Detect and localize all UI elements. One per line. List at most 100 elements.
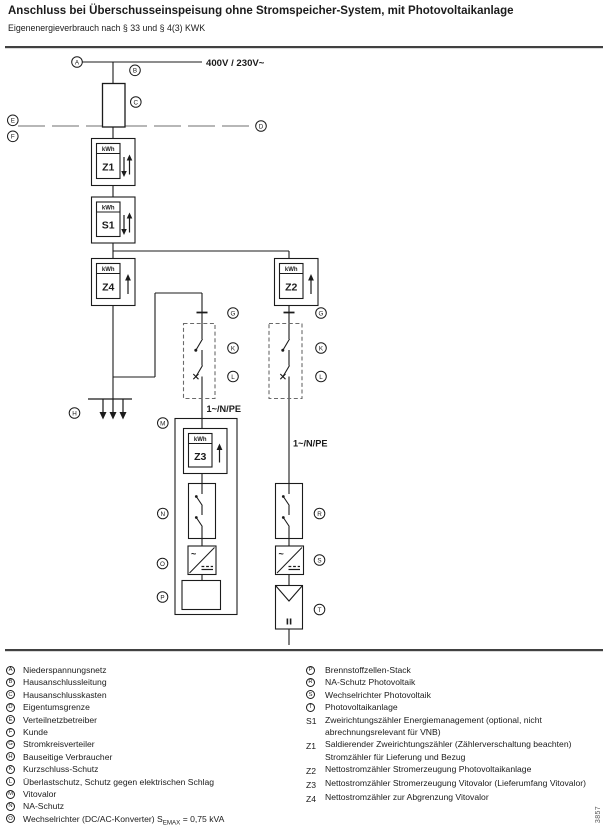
svg-text:T: T <box>318 607 322 614</box>
meter-z1-label: Z1 <box>102 162 114 174</box>
callout-o: O <box>156 557 169 570</box>
legend-label: Überlastschutz, Schutz gegen elektrische… <box>23 776 215 787</box>
phase-label-pv: 1~/N/PE <box>293 439 327 449</box>
legend-key-z4: Z4 <box>306 793 317 804</box>
callout-s: S <box>313 554 326 566</box>
legend-label: Brennstoffzellen-Stack <box>325 665 411 675</box>
up-arrow-icon <box>308 274 314 294</box>
callout-t: T <box>313 603 326 616</box>
legend-label: Niederspannungsnetz <box>23 665 107 675</box>
voltage-label: 400V / 230V~ <box>206 58 265 69</box>
legend-label: Photovoltaikanlage <box>325 702 398 713</box>
ac-symbol: ~ <box>191 549 196 559</box>
meter-s1: kWh S1 <box>90 196 136 244</box>
callout-f: F <box>7 130 19 143</box>
na-schutz-box <box>187 482 217 540</box>
legend-key-b: B <box>6 678 15 687</box>
legend-label: Stromkreisverteiler <box>23 739 95 750</box>
legend-label: Kurzschluss-Schutz <box>23 764 99 775</box>
legend-label: NA-Schutz <box>23 801 65 812</box>
photovoltaic-array-symbol <box>274 584 304 630</box>
svg-text:G: G <box>319 310 324 317</box>
meter-z4-label: Z4 <box>102 282 114 294</box>
legend-label: Verteilnetzbetreiber <box>23 714 98 725</box>
legend-item-g: G Stromkreisverteiler <box>6 738 300 750</box>
na-schutz-pv-box <box>274 482 304 540</box>
svg-text:G: G <box>231 310 236 317</box>
callout-k-right: K <box>315 342 327 354</box>
legend-item-n: N NA-Schutz <box>6 800 300 812</box>
legend-key-t: T <box>306 702 315 712</box>
legend-key-s1: S1 <box>306 716 317 727</box>
kwh-label: kWh <box>102 147 115 153</box>
svg-text:B: B <box>133 68 137 75</box>
ac-symbol: ~ <box>279 549 284 559</box>
legend-key-d: D <box>6 702 15 712</box>
legend-label: Hausanschlussleitung <box>23 677 107 688</box>
svg-text:O: O <box>160 561 165 568</box>
callout-d: D <box>255 120 267 132</box>
protection-zone-left <box>182 322 216 400</box>
legend-key-n: N <box>6 802 15 812</box>
meter-z4: kWh Z4 <box>90 257 136 307</box>
callout-k-left: K <box>227 342 239 354</box>
legend-key-z2: Z2 <box>306 765 317 776</box>
kwh-label: kWh <box>194 437 207 443</box>
meter-z2: kWh Z2 <box>273 257 319 307</box>
legend-label: Saldierender Zweirichtungszähler (Zähler… <box>325 739 572 762</box>
legend-key-g: G <box>6 740 15 750</box>
legend-key-m: M <box>6 789 15 799</box>
callout-g-right: G <box>315 307 327 319</box>
inverter-photovoltaik: ~ <box>274 545 305 576</box>
svg-text:P: P <box>160 594 164 601</box>
wiring-diagram: kWh Z1 kWh S1 kWh Z4 <box>5 46 603 652</box>
bidirectional-arrow-icon <box>121 212 133 235</box>
legend-key-o: O <box>6 814 15 824</box>
kwh-label: kWh <box>285 267 298 273</box>
vitovalor-enclosure <box>174 417 238 616</box>
bottom-rule <box>5 649 603 652</box>
svg-text:A: A <box>75 59 80 66</box>
meter-z2-label: Z2 <box>285 282 297 294</box>
callout-p: P <box>156 591 169 603</box>
semax-subscript: EMAX <box>162 819 181 827</box>
circuit-lines <box>82 61 290 645</box>
svg-text:M: M <box>160 420 165 427</box>
meter-z1: kWh Z1 <box>90 137 136 187</box>
up-arrow-icon <box>125 274 131 294</box>
svg-text:R: R <box>317 511 322 518</box>
top-rule <box>5 46 603 49</box>
legend-key-z3: Z3 <box>306 779 317 790</box>
legend-key-f: F <box>6 727 15 737</box>
building-loads-symbol <box>88 398 132 420</box>
page-title: Anschluss bei Überschusseinspeisung ohne… <box>8 5 514 17</box>
legend-label: Nettostromzähler zur Abgrenzung Vitovalo… <box>325 792 489 803</box>
legend-key-r: R <box>306 678 315 687</box>
legend-label: Nettostromzähler Stromerzeugung Vitovalo… <box>325 778 586 789</box>
legend-key-h: H <box>6 752 15 762</box>
callout-c: C <box>130 96 142 108</box>
svg-text:L: L <box>231 374 235 381</box>
legend-key-z1: Z1 <box>306 741 317 752</box>
svg-text:K: K <box>319 345 324 352</box>
svg-text:N: N <box>161 511 166 518</box>
callout-m: M <box>157 417 169 429</box>
callout-b: B <box>129 64 141 77</box>
legend-label: Wechselrichter (DC/AC-Konverter) SEMAX =… <box>23 813 225 827</box>
callout-a: A <box>71 56 83 68</box>
legend-key-c: C <box>6 690 15 700</box>
